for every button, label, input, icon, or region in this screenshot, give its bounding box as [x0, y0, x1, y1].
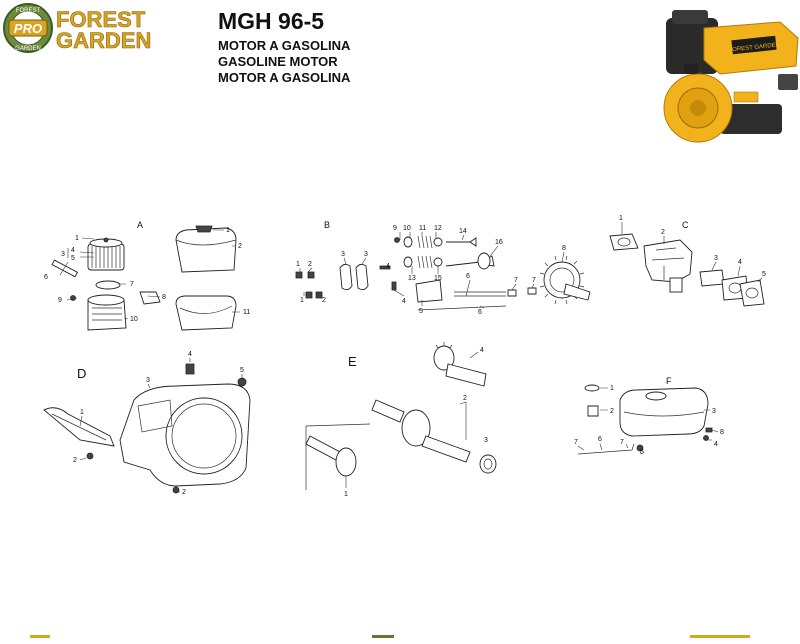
callout-b-4a: 4: [386, 263, 390, 270]
callout-b-3a: 3: [341, 251, 345, 258]
callout-f-4: 4: [714, 441, 718, 448]
exploded-parts-diagram: A 1 2 3 4 5 6 7 8 9 10 1 11: [0, 200, 800, 620]
section-e: E 4 2 3 1: [305, 342, 497, 498]
callout-e-1: 1: [344, 491, 348, 498]
subtitle-es: MOTOR A GASOLINA: [218, 38, 351, 53]
logo-name-line1: FOREST: [56, 7, 146, 32]
callout-c-2: 2: [661, 229, 665, 236]
callout-d-1: 1: [80, 409, 84, 416]
callout-a-11: 11: [243, 309, 250, 316]
callout-b-16: 16: [495, 239, 503, 246]
callout-b-4b: 4: [402, 298, 406, 305]
callout-a-8: 8: [162, 294, 166, 301]
section-c-label: C: [682, 220, 689, 230]
callout-f-5: 5: [640, 449, 644, 456]
callout-b-3b: 3: [364, 251, 368, 258]
callout-a-2: 2: [238, 243, 242, 250]
callout-b-10: 10: [403, 225, 411, 232]
callout-f-1: 1: [610, 385, 614, 392]
section-f: F 1 2 3 8 4 7 6 7 5: [574, 376, 724, 456]
engine-photo: FOREST GARDEN: [660, 4, 800, 154]
callout-b-14: 14: [459, 228, 467, 235]
callout-d-2b: 2: [182, 489, 186, 496]
callout-b-2b: 2: [322, 297, 326, 304]
callout-a-10: 10: [130, 316, 138, 323]
callout-a-6: 6: [44, 274, 48, 281]
callout-e-4: 4: [480, 347, 484, 354]
section-a-label: A: [137, 220, 143, 230]
brand-logo: FOREST GARDEN PRO FOREST GARDEN: [2, 2, 192, 54]
logo-ring-text-top: FOREST: [16, 8, 41, 14]
section-d: D 1 2 3 4 5 2: [43, 351, 251, 496]
callout-f-2: 2: [610, 408, 614, 415]
callout-d-5: 5: [240, 367, 244, 374]
callout-d-4: 4: [188, 351, 192, 358]
footer-strip: [0, 626, 800, 638]
callout-c-3: 3: [714, 255, 718, 262]
callout-b-7b: 7: [532, 277, 536, 284]
section-e-label: E: [348, 354, 357, 369]
callout-f-7b: 7: [620, 439, 624, 446]
callout-b-11: 11: [419, 225, 426, 232]
title-block: MGH 96-5 MOTOR A GASOLINA GASOLINE MOTOR…: [218, 8, 350, 86]
callout-c-5: 5: [762, 271, 766, 278]
model-title: MGH 96-5: [218, 8, 325, 34]
section-a: A 1 2 3 4 5 6 7 8 9 10 1 11: [44, 220, 250, 331]
callout-d-3: 3: [146, 377, 150, 384]
callout-c-4: 4: [738, 259, 742, 266]
callout-a-5: 5: [71, 255, 75, 262]
section-c: C 1 2 3 4 5: [609, 215, 766, 307]
logo-name-line2: GARDEN: [56, 28, 151, 53]
callout-b-15: 15: [434, 275, 442, 282]
callout-f-8: 8: [720, 429, 724, 436]
section-f-label: F: [666, 376, 672, 386]
callout-f-7a: 7: [574, 439, 578, 446]
callout-b-1: 1: [296, 261, 300, 268]
callout-b-6b: 6: [478, 309, 482, 316]
callout-a-9: 9: [58, 297, 62, 304]
callout-b-9: 9: [393, 225, 397, 232]
callout-b-2: 2: [308, 261, 312, 268]
callout-b-13: 13: [408, 275, 416, 282]
engine-plate-text: FOREST GARDEN: [728, 42, 780, 53]
callout-b-6a: 6: [466, 273, 470, 280]
subtitle-en: GASOLINE MOTOR: [218, 54, 338, 69]
callout-a-3: 3: [61, 251, 65, 258]
callout-d-2: 2: [73, 457, 77, 464]
callout-c-1: 1: [619, 215, 623, 222]
callout-f-6: 6: [598, 436, 602, 443]
logo-badge-text: PRO: [14, 21, 42, 36]
subtitle-pt: MOTOR A GASOLINA: [218, 70, 351, 85]
callout-a-1: 1: [75, 235, 79, 242]
callout-e-2: 2: [463, 395, 467, 402]
callout-a-1b: 1: [226, 227, 230, 234]
section-d-label: D: [77, 366, 86, 381]
callout-a-4: 4: [71, 247, 75, 254]
callout-b-5: 5: [419, 308, 423, 315]
callout-a-7: 7: [130, 281, 134, 288]
callout-b-12: 12: [434, 225, 442, 232]
callout-b-8: 8: [562, 245, 566, 252]
section-b-label: B: [324, 220, 330, 230]
section-b: B 9 10 11 12 14 16: [295, 220, 591, 316]
callout-b-1b: 1: [300, 297, 304, 304]
callout-f-3: 3: [712, 408, 716, 415]
callout-e-3: 3: [484, 437, 488, 444]
callout-b-7a: 7: [514, 277, 518, 284]
logo-ring-text-bottom: GARDEN: [15, 46, 41, 52]
